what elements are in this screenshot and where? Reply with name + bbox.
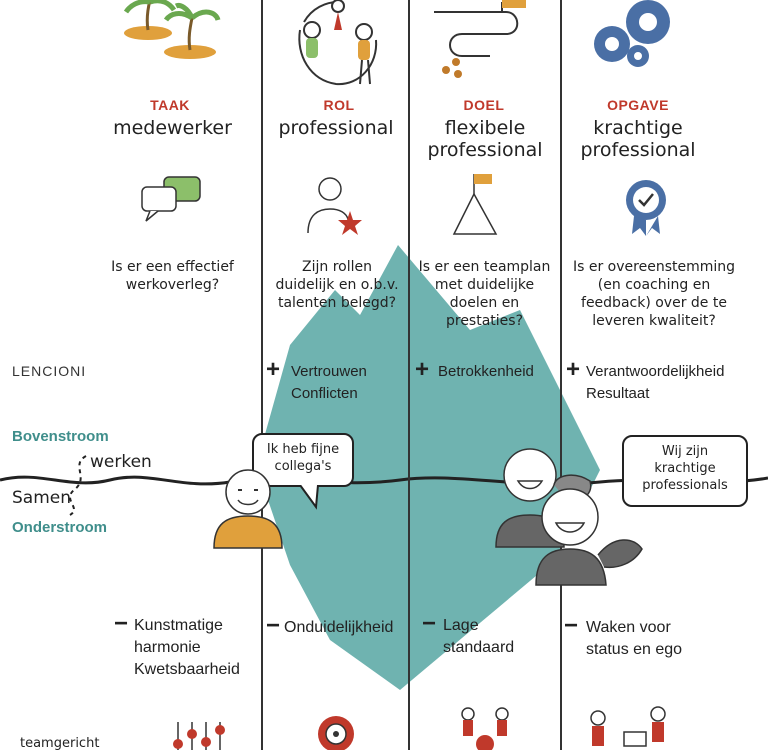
positive-item: Vertrouwen — [291, 363, 367, 380]
column-title: DOEL — [463, 97, 505, 113]
team-gear-icon — [461, 707, 509, 750]
column-divider — [261, 0, 263, 750]
positive-item: Verantwoordelijkheid — [586, 363, 725, 380]
positive-item: Resultaat — [586, 385, 650, 402]
column-subtitle: flexibele professional — [427, 117, 543, 161]
negative-lines: Onduidelijkheid — [284, 617, 393, 639]
negative-item: Kwetsbaarheid — [134, 661, 240, 678]
positive-lines: Vertrouwen Conflicten — [291, 361, 367, 405]
werken-label: werken — [90, 452, 152, 472]
minus-sign: − — [266, 612, 281, 639]
column-subtitle: medewerker — [113, 117, 232, 139]
speech-bubble-right: Wij zijn krachtige professionals — [622, 435, 748, 507]
speech-bubble-left: Ik heb fijne collega's — [252, 433, 354, 487]
positive-lines: Verantwoordelijkheid Resultaat — [586, 361, 724, 405]
minus-sign: − — [422, 610, 437, 637]
person-star-icon — [307, 177, 362, 235]
speech-bubbles-icon — [141, 176, 201, 222]
gears-icon — [594, 0, 670, 67]
road-to-goal-icon — [434, 0, 526, 78]
positive-item: Conflicten — [291, 385, 358, 402]
minus-sign: − — [114, 610, 129, 637]
teamgericht-label: teamgericht — [20, 736, 100, 751]
negative-item: Kunstmatige — [134, 617, 223, 634]
professionals-group-avatar — [495, 448, 643, 586]
people-cycle-icon — [298, 0, 378, 86]
plus-sign: + — [566, 356, 581, 383]
negative-item: harmonie — [134, 639, 201, 656]
islands-icon — [123, 0, 221, 59]
column-divider — [408, 0, 410, 750]
column-question: Zijn rollen duidelijk en o.b.v. talenten… — [275, 259, 399, 311]
bovenstroom-label: Bovenstroom — [12, 428, 109, 445]
positive-lines: Betrokkenheid — [438, 361, 534, 383]
column-question: Is er een effectief werkoverleg? — [111, 259, 234, 293]
award-badge-icon — [626, 180, 666, 236]
negative-item: standaard — [443, 639, 515, 656]
negative-lines: Kunstmatige harmonie Kwetsbaarheid — [134, 615, 240, 681]
column-question: Is er overeenstemming (en coaching en fe… — [572, 259, 736, 329]
lencioni-label: LENCIONI — [12, 363, 87, 379]
negative-item: status en ego — [586, 641, 683, 658]
samen-label: Samen — [12, 488, 72, 508]
column-subtitle: krachtige professional — [580, 117, 696, 161]
negative-item: Onduidelijkheid — [284, 619, 394, 636]
column-title: TAAK — [150, 97, 190, 113]
minus-sign: − — [564, 612, 579, 639]
column-title: ROL — [323, 97, 355, 113]
column-title: OPGAVE — [607, 97, 669, 113]
person-orange-avatar — [213, 469, 283, 549]
onderstroom-label: Onderstroom — [12, 519, 108, 536]
bubble-tail — [299, 485, 319, 510]
plus-sign: + — [266, 356, 281, 383]
mixer-sliders-icon — [173, 722, 225, 750]
column-divider — [560, 0, 562, 750]
plus-sign: + — [415, 356, 430, 383]
target-icon — [318, 716, 354, 750]
mountain-flag-icon — [452, 174, 498, 235]
column-subtitle: professional — [278, 117, 394, 139]
column-question: Is er een teamplan met duidelijke doelen… — [418, 259, 551, 329]
negative-item: Lage — [443, 617, 479, 634]
presenter-team-icon — [590, 706, 666, 747]
negative-lines: Waken voor status en ego — [586, 617, 682, 661]
negative-lines: Lage standaard — [443, 615, 514, 659]
positive-item: Betrokkenheid — [438, 363, 534, 380]
negative-item: Waken voor — [586, 619, 671, 636]
